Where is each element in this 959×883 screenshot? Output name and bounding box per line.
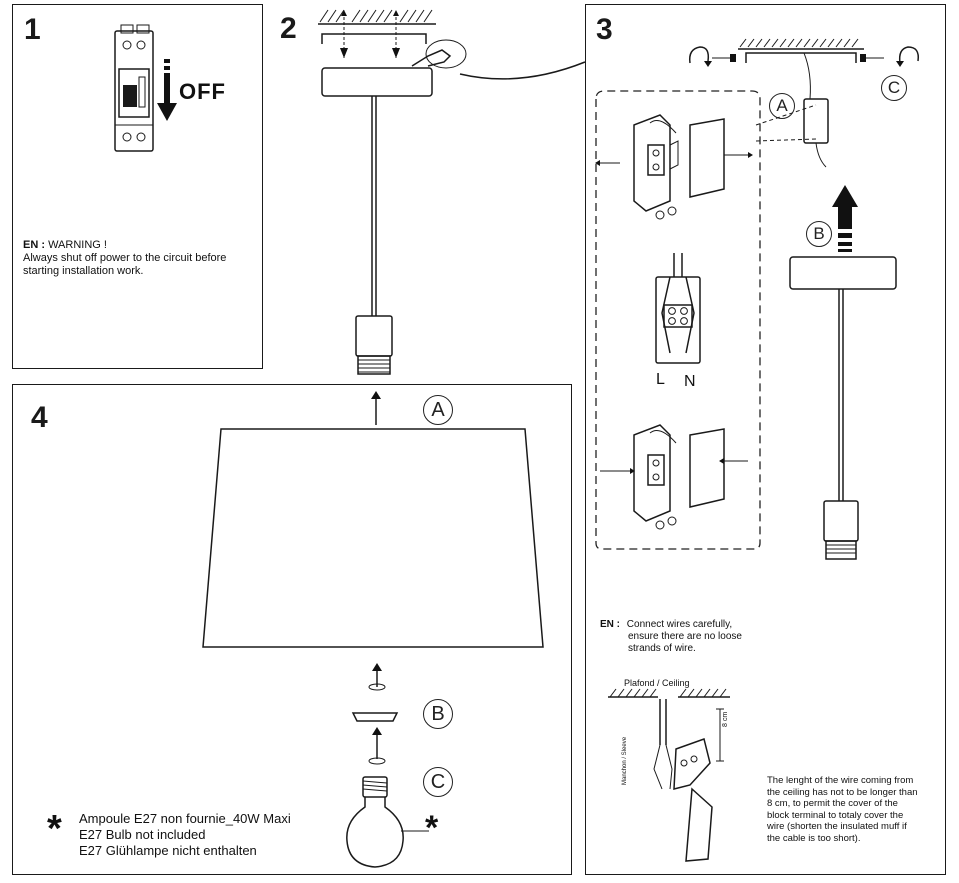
note-line1: The lenght of the wire coming from: [767, 775, 914, 786]
bulb-asterisk-left: *: [47, 808, 62, 850]
warning-title: WARNING !: [48, 239, 107, 251]
connect-lang: EN :: [600, 619, 620, 630]
length-label: 8 cm: [722, 711, 729, 727]
shade-ring-icon: [351, 712, 399, 722]
bulb-note: Ampoule E27 non fournie_40W Maxi E27 Bul…: [79, 811, 291, 859]
connect-line2: ensure there are no loose: [628, 631, 742, 642]
note-line4: block terminal to totaly cover the: [767, 809, 904, 821]
step4-panel: 4 A B C * * Ampoule E27 non fournie_40W …: [12, 384, 572, 875]
step3-label-b: B: [806, 221, 832, 247]
warning-lang: EN :: [23, 239, 45, 251]
warning-line2: starting installation work.: [23, 265, 144, 277]
step2-drawing: [318, 9, 586, 375]
step2-number: 2: [280, 12, 297, 45]
note-line6: the cable is too short).: [767, 832, 861, 844]
terminal-l-label: L: [656, 371, 665, 388]
warning-text: EN : WARNING ! Always shut off power to …: [23, 239, 259, 278]
step3-panel: 3 C A: [585, 4, 946, 875]
sleeve-label: Manchon / Sleeve: [622, 736, 628, 785]
bulb-line1: Ampoule E27 non fournie_40W Maxi: [79, 811, 291, 826]
terminal-block-bottom: [600, 424, 748, 530]
arrow-up-icon: [832, 185, 858, 252]
step4-number: 4: [31, 401, 48, 434]
step4-label-c: C: [423, 767, 453, 797]
terminal-n-label: N: [684, 373, 696, 390]
screw-left-icon: [712, 54, 736, 62]
ceiling-hatch: [318, 9, 436, 25]
arrow-up-b-icon: [368, 663, 386, 691]
step3-label-a: A: [769, 93, 795, 119]
terminal-block-top: [595, 114, 753, 220]
step3-pendant-drawing: [789, 256, 897, 560]
off-label: OFF: [179, 79, 226, 104]
bulb-leader-line: [401, 830, 429, 832]
bulb-line2: E27 Bulb not included: [79, 827, 206, 842]
warning-line1: Always shut off power to the circuit bef…: [23, 252, 227, 264]
note-line2: the ceiling has not to be longer than: [767, 786, 918, 798]
lamp-shade: [202, 428, 544, 648]
step4-label-a: A: [423, 395, 453, 425]
arrow-down-icon: [157, 59, 177, 121]
wire-length-note: The lenght of the wire coming from the c…: [767, 775, 942, 844]
bulb-asterisk-right: *: [425, 809, 439, 847]
connect-text: EN : Connect wires carefully, ensure the…: [600, 619, 742, 655]
step3-number: 3: [596, 13, 613, 46]
arrow-up-a-icon: [371, 391, 381, 425]
screw-right-icon: [860, 54, 884, 62]
note-line5: wire (shorten the insulated muff if: [767, 821, 907, 832]
connect-line1: Connect wires carefully,: [626, 619, 733, 630]
connect-line3: strands of wire.: [628, 643, 696, 654]
detail-box: [595, 90, 761, 550]
terminal-connector: [655, 253, 701, 364]
circuit-breaker-icon: [114, 24, 154, 152]
bulb-line3: E27 Glühlampe nicht enthalten: [79, 843, 257, 858]
ceiling-label: Plafond / Ceiling: [624, 678, 690, 688]
zoom-lines: [755, 104, 817, 142]
step1-panel: 1 OFF EN : WARNING ! Always shut off pow…: [12, 4, 263, 369]
step3-label-c: C: [881, 75, 907, 101]
step3-ceiling-drawing: [688, 38, 920, 168]
wire-length-detail: [608, 688, 730, 862]
step1-number: 1: [24, 13, 41, 46]
light-bulb-icon: [346, 776, 404, 868]
arrow-up-c-icon: [368, 727, 386, 765]
note-line3: 8 cm, to permit the cover of the: [767, 798, 898, 809]
step4-label-b: B: [423, 699, 453, 729]
